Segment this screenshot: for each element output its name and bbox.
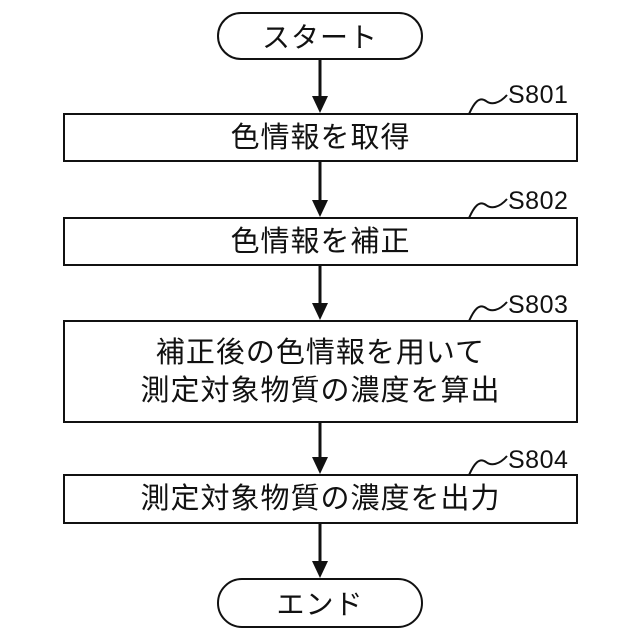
process-box-s803-text-line2: 測定対象物質の濃度を算出 <box>140 374 501 407</box>
arrow-s801-to-s802 <box>312 162 328 217</box>
end-terminal: エンド <box>217 578 423 628</box>
leader-line-s803 <box>468 301 508 322</box>
step-label-s802: S802 <box>508 187 569 215</box>
arrow-start-to-s801 <box>312 60 328 113</box>
process-box-s802: 色情報を補正 <box>63 217 578 266</box>
step-label-s803: S803 <box>508 291 569 319</box>
process-box-s804-text: 測定対象物質の濃度を出力 <box>140 483 501 515</box>
arrow-s802-to-s803 <box>312 266 328 320</box>
end-terminal-label: エンド <box>276 589 364 620</box>
process-box-s803-text-line1: 補正後の色情報を用いて <box>155 336 486 369</box>
start-terminal: スタート <box>217 12 423 60</box>
process-box-s802-text: 色情報を補正 <box>230 225 411 258</box>
step-label-s801: S801 <box>508 81 569 109</box>
start-terminal-label: スタート <box>261 22 378 53</box>
process-box-s801-text: 色情報を取得 <box>230 121 411 154</box>
process-box-s803: 補正後の色情報を用いて 測定対象物質の濃度を算出 <box>63 320 578 423</box>
leader-line-s802 <box>468 198 508 219</box>
arrow-s803-to-s804 <box>312 423 328 474</box>
leader-line-s804 <box>468 455 508 476</box>
step-label-s804: S804 <box>508 446 569 474</box>
leader-line-s801 <box>468 94 508 115</box>
process-box-s801: 色情報を取得 <box>63 113 578 162</box>
arrow-s804-to-end <box>312 524 328 578</box>
process-box-s804: 測定対象物質の濃度を出力 <box>63 474 578 524</box>
